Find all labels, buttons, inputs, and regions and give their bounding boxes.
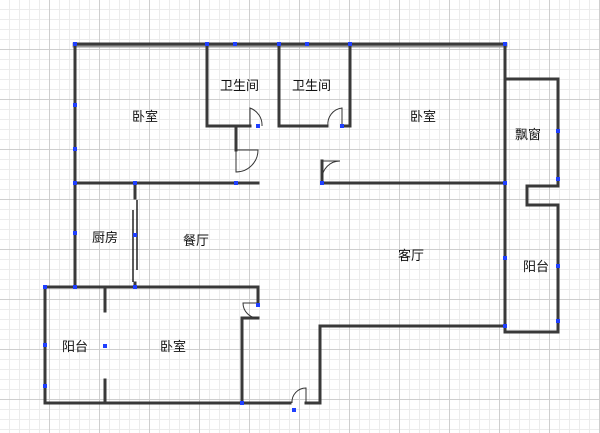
room-label-balcony-e: 阳台 [523,260,550,275]
room-label-kitchen: 厨房 [92,231,119,246]
room-label-bedroom-ne: 卧室 [410,110,437,125]
wall-nodes [43,42,560,412]
room-label-living: 客厅 [398,249,425,264]
room-label-bathroom-2: 卫生间 [292,79,332,94]
room-label-bay-window: 飘窗 [515,128,542,143]
room-label-bedroom-nw: 卧室 [132,110,159,125]
door-swings [235,107,343,404]
kitchen-sliding-door [132,200,138,282]
room-label-balcony-sw: 阳台 [62,340,89,355]
room-label-bedroom-s: 卧室 [160,340,187,355]
room-label-dining: 餐厅 [183,234,210,249]
room-label-bathroom-1: 卫生间 [220,79,260,94]
interior-walls [73,42,507,405]
outer-walls [43,42,560,405]
